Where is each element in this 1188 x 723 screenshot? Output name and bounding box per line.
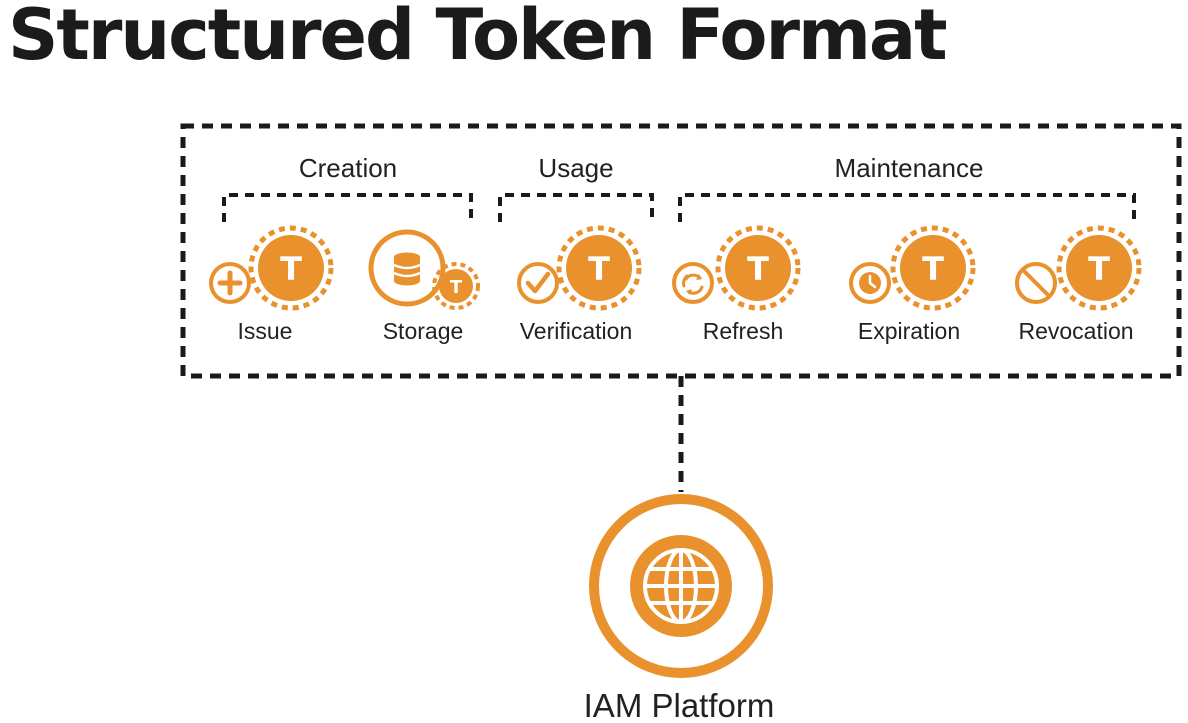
group-label-creation: Creation — [299, 153, 397, 183]
clock-icon — [849, 262, 891, 304]
page-title: Structured Token Format — [8, 0, 948, 76]
svg-text:T: T — [280, 250, 302, 288]
recycle-icon — [672, 262, 714, 304]
token-icon: T — [432, 262, 480, 310]
svg-text:T: T — [922, 250, 944, 288]
step-label-issue: Issue — [238, 318, 293, 344]
step-label-refresh: Refresh — [703, 318, 784, 344]
globe-icon — [630, 535, 732, 637]
step-expiration: T Expiration — [849, 225, 976, 344]
step-revocation: T Revocation — [1015, 225, 1142, 344]
token-icon: T — [1056, 225, 1142, 311]
database-icon — [368, 229, 446, 307]
token-icon: T — [715, 225, 801, 311]
step-refresh: T Refresh — [672, 225, 801, 344]
group-label-usage: Usage — [538, 153, 613, 183]
usage-bracket — [498, 193, 654, 222]
plus-icon — [209, 262, 251, 304]
step-storage: T Storage — [368, 229, 480, 344]
step-label-verification: Verification — [520, 318, 633, 344]
platform-label: IAM Platform — [584, 687, 775, 723]
step-label-storage: Storage — [383, 318, 464, 344]
checkmark-icon — [517, 262, 559, 304]
lifecycle-frame — [180, 123, 1182, 379]
step-issue: T Issue — [209, 225, 334, 344]
iam-platform: IAM Platform — [584, 494, 775, 723]
svg-text:T: T — [747, 250, 769, 288]
token-icon: T — [556, 225, 642, 311]
step-verification: T Verification — [517, 225, 642, 344]
step-label-expiration: Expiration — [858, 318, 960, 344]
group-label-maintenance: Maintenance — [835, 153, 984, 183]
svg-text:T: T — [1088, 250, 1110, 288]
token-icon: T — [248, 225, 334, 311]
svg-text:T: T — [450, 277, 463, 298]
svg-text:T: T — [588, 250, 610, 288]
token-icon: T — [890, 225, 976, 311]
creation-bracket — [222, 193, 473, 222]
maintenance-bracket — [678, 193, 1136, 222]
step-label-revocation: Revocation — [1018, 318, 1133, 344]
prohibited-icon — [1015, 262, 1057, 304]
